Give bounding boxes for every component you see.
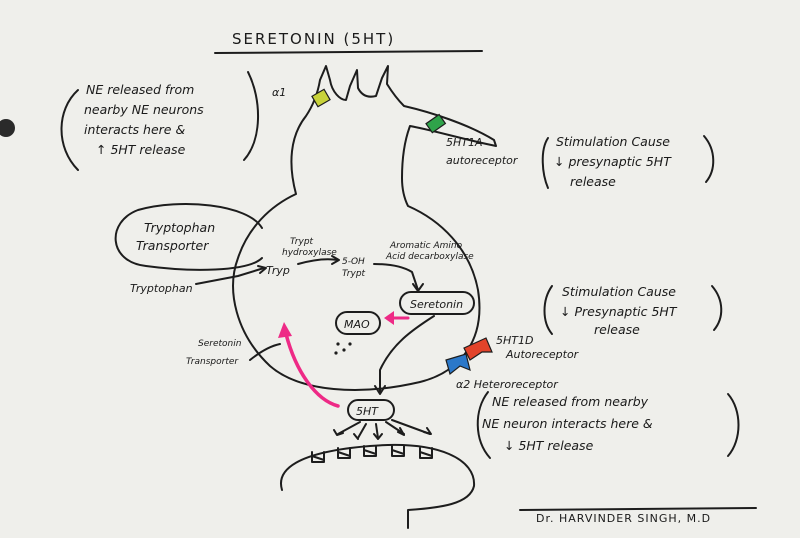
5ht1d-label: 5HT1D [496, 334, 533, 347]
punch-hole [0, 119, 15, 137]
note-ne-bottom-bracket-right [727, 393, 740, 457]
tryp-hydroxylase-line2: hydroxylase [282, 248, 337, 258]
mao-box [335, 311, 381, 335]
tryptophan-arrow-head [257, 265, 267, 274]
note-ne-top-line2: nearby NE neurons [84, 102, 204, 117]
presynaptic-neuron-outline [232, 65, 497, 391]
postsynaptic-neuron-outline [280, 444, 476, 529]
serotonin-transporter-line1: Seretonin [198, 339, 242, 349]
5ht-binding-arrows [337, 419, 431, 439]
synaptic-5ht-label: 5HT [356, 405, 379, 418]
aaad-line1: Aromatic Amino [389, 241, 463, 251]
note-ne-top-line4: ↑ 5HT release [96, 142, 186, 157]
serotonin-box-label: Seretonin [410, 298, 463, 311]
5ht1d-receptor-marker [463, 337, 493, 361]
note-ne-bottom-line2: NE neuron interacts here & [482, 416, 653, 431]
alpha2-receptor-marker [445, 353, 471, 376]
postsynaptic-receptor [363, 445, 377, 457]
page-title: SERETONIN (5HT) [232, 30, 395, 48]
note-5ht1a-line1: Stimulation Cause [556, 134, 670, 149]
author-underline [519, 507, 757, 511]
postsynaptic-receptors [311, 445, 433, 463]
tryptophan-transporter-line2: Transporter [136, 238, 209, 253]
author-signature: Dr. HARVINDER SINGH, M.D [536, 512, 711, 525]
mao-metabolite-dot [342, 348, 346, 352]
alpha1-label: α1 [272, 86, 286, 99]
note-5ht1a-bracket-left [541, 137, 549, 189]
tryptophan-arrow [195, 267, 265, 285]
note-5ht1a-line2: ↓ presynaptic 5HT [554, 154, 672, 169]
5ht1a-receptor-marker [425, 113, 447, 134]
decarboxylase-arrow [373, 263, 419, 291]
note-5ht1a-bracket-right [703, 135, 715, 183]
tryptophan-transporter-outline [114, 203, 263, 271]
note-5ht1d-line2: ↓ Presynaptic 5HT [560, 304, 678, 319]
note-ne-top-line3: interacts here & [84, 122, 185, 137]
note-5ht1a-line3: release [570, 174, 616, 189]
serotonin-transporter-line2: Transporter [186, 357, 239, 367]
tryp-hydroxylase-line1: Trypt [290, 237, 314, 247]
hydroxylase-arrow-head [331, 255, 340, 265]
postsynaptic-receptor [311, 451, 325, 463]
note-5ht1d-line1: Stimulation Cause [562, 284, 676, 299]
postsynaptic-receptor [391, 445, 405, 457]
5oh-trypt-line2: Trypt [342, 269, 366, 279]
5ht1a-autoreceptor-label: autoreceptor [446, 154, 519, 167]
title-underline [214, 50, 483, 54]
note-bracket-left [60, 89, 79, 171]
serotonin-transporter-pointer [249, 343, 281, 361]
5ht1d-autoreceptor-label: Autoreceptor [505, 348, 580, 361]
5ht1a-label: 5HT1A [446, 136, 483, 149]
tryp-label: Tryp [266, 264, 290, 277]
note-ne-bottom-line1: NE released from nearby [492, 394, 649, 409]
postsynaptic-receptor [337, 447, 351, 459]
hydroxylase-arrow [297, 258, 339, 265]
mao-metabolite-dot [348, 342, 352, 346]
alpha2-heteroreceptor-label: α2 Heteroreceptor [456, 378, 559, 391]
release-arrow [379, 315, 435, 393]
postsynaptic-receptor [419, 447, 433, 459]
note-5ht1d-line3: release [594, 322, 640, 337]
reuptake-arrow-head [278, 322, 292, 338]
release-arrow-head [374, 385, 386, 395]
5oh-trypt-line1: 5-OH [342, 257, 365, 267]
tryptophan-transporter-line1: Tryptophan [144, 220, 215, 235]
aaad-line2: Acid decarboxylase [385, 252, 474, 262]
alpha1-receptor-marker [311, 88, 331, 108]
serotonin-to-mao-arrow-head [384, 311, 394, 325]
note-ne-bottom-bracket-left [476, 391, 491, 459]
note-ne-top-line1: NE released from [86, 82, 194, 97]
note-bracket-right [243, 71, 259, 161]
5ht-binding-arrow-heads [333, 427, 432, 440]
mao-metabolite-dot [334, 351, 338, 355]
reuptake-arrow [284, 332, 340, 408]
note-5ht1d-bracket-left [543, 285, 553, 335]
mao-metabolite-dot [336, 342, 340, 346]
tryptophan-label: Tryptophan [130, 282, 193, 295]
synaptic-5ht-box [347, 399, 395, 421]
mao-label: MAO [344, 318, 370, 331]
serotonin-box [399, 291, 475, 315]
note-ne-bottom-line3: ↓ 5HT release [504, 438, 594, 453]
note-5ht1d-bracket-right [711, 285, 723, 331]
